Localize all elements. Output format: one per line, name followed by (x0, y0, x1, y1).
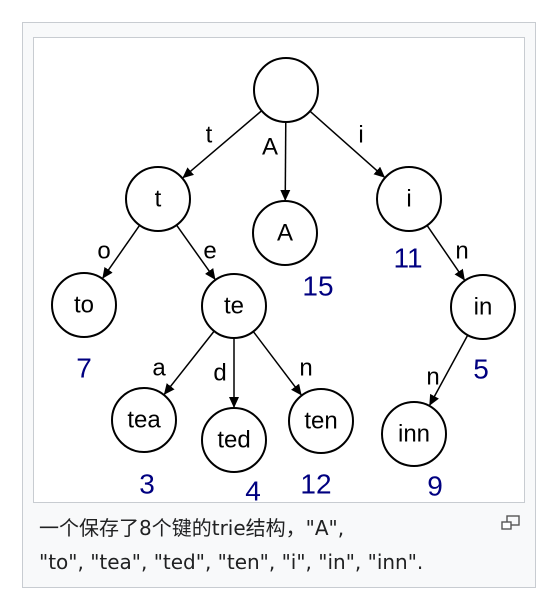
node-value-A: 15 (302, 270, 333, 301)
node-value-i: 11 (393, 242, 422, 273)
trie-node-ten: ten (288, 388, 354, 454)
edge-root-A (280, 121, 291, 202)
node-label-ten: ten (304, 407, 337, 434)
edge-label-te-ted: d (213, 359, 226, 386)
edge-label-in-inn: n (426, 363, 439, 390)
node-label-in: in (474, 293, 493, 320)
trie-node-ted: ted (201, 407, 267, 473)
trie-node-A: A (252, 200, 318, 266)
caption-line-2: "to", "tea", "ted", "ten", "i", "in", "i… (39, 550, 424, 574)
node-value-inn: 9 (427, 470, 443, 501)
trie-node-t: t (125, 166, 191, 232)
caption-line-1: 一个保存了8个键的trie结构，"A", (39, 516, 345, 540)
trie-node-to: to (51, 272, 117, 338)
edge-root-i (309, 110, 386, 178)
node-label-t: t (155, 185, 162, 212)
edge-label-root-i: i (358, 121, 363, 148)
node-value-ten: 12 (300, 468, 331, 499)
edge-root-t (182, 110, 263, 179)
node-value-ted: 4 (245, 475, 261, 502)
edge-label-root-t: t (206, 121, 213, 148)
node-value-to: 7 (76, 352, 92, 383)
node-label-te: te (224, 292, 244, 319)
edge-label-te-tea: a (152, 354, 166, 381)
edge-label-t-te: e (203, 237, 216, 264)
node-label-to: to (74, 291, 94, 318)
trie-node-in: in (450, 274, 516, 340)
node-label-ted: ted (217, 426, 250, 453)
magnify-icon[interactable] (501, 515, 521, 533)
edge-label-t-to: o (97, 237, 110, 264)
edge-te-ten (252, 331, 302, 396)
trie-node-te: te (201, 273, 267, 339)
edge-t-to (102, 224, 141, 279)
node-label-tea: tea (127, 406, 161, 433)
edge-i-in (426, 224, 465, 281)
edge-label-te-ten: n (299, 354, 312, 381)
edge-in-inn (429, 334, 469, 406)
edge-label-i-in: n (455, 237, 468, 264)
trie-node-tea: tea (111, 387, 177, 453)
trie-node-i: i (376, 166, 442, 232)
trie-node-inn: inn (381, 401, 447, 467)
edge-label-root-A: A (262, 133, 278, 160)
edge-t-te (175, 224, 216, 280)
node-label-inn: inn (398, 420, 430, 447)
node-value-in: 5 (473, 353, 489, 384)
node-label-A: A (277, 219, 293, 246)
trie-node-root (253, 57, 319, 123)
node-value-tea: 3 (139, 468, 155, 499)
thumbnail-caption: 一个保存了8个键的trie结构，"A", "to", "tea", "ted",… (39, 511, 479, 579)
edge-te-tea (163, 330, 215, 395)
node-label-i: i (406, 185, 411, 212)
